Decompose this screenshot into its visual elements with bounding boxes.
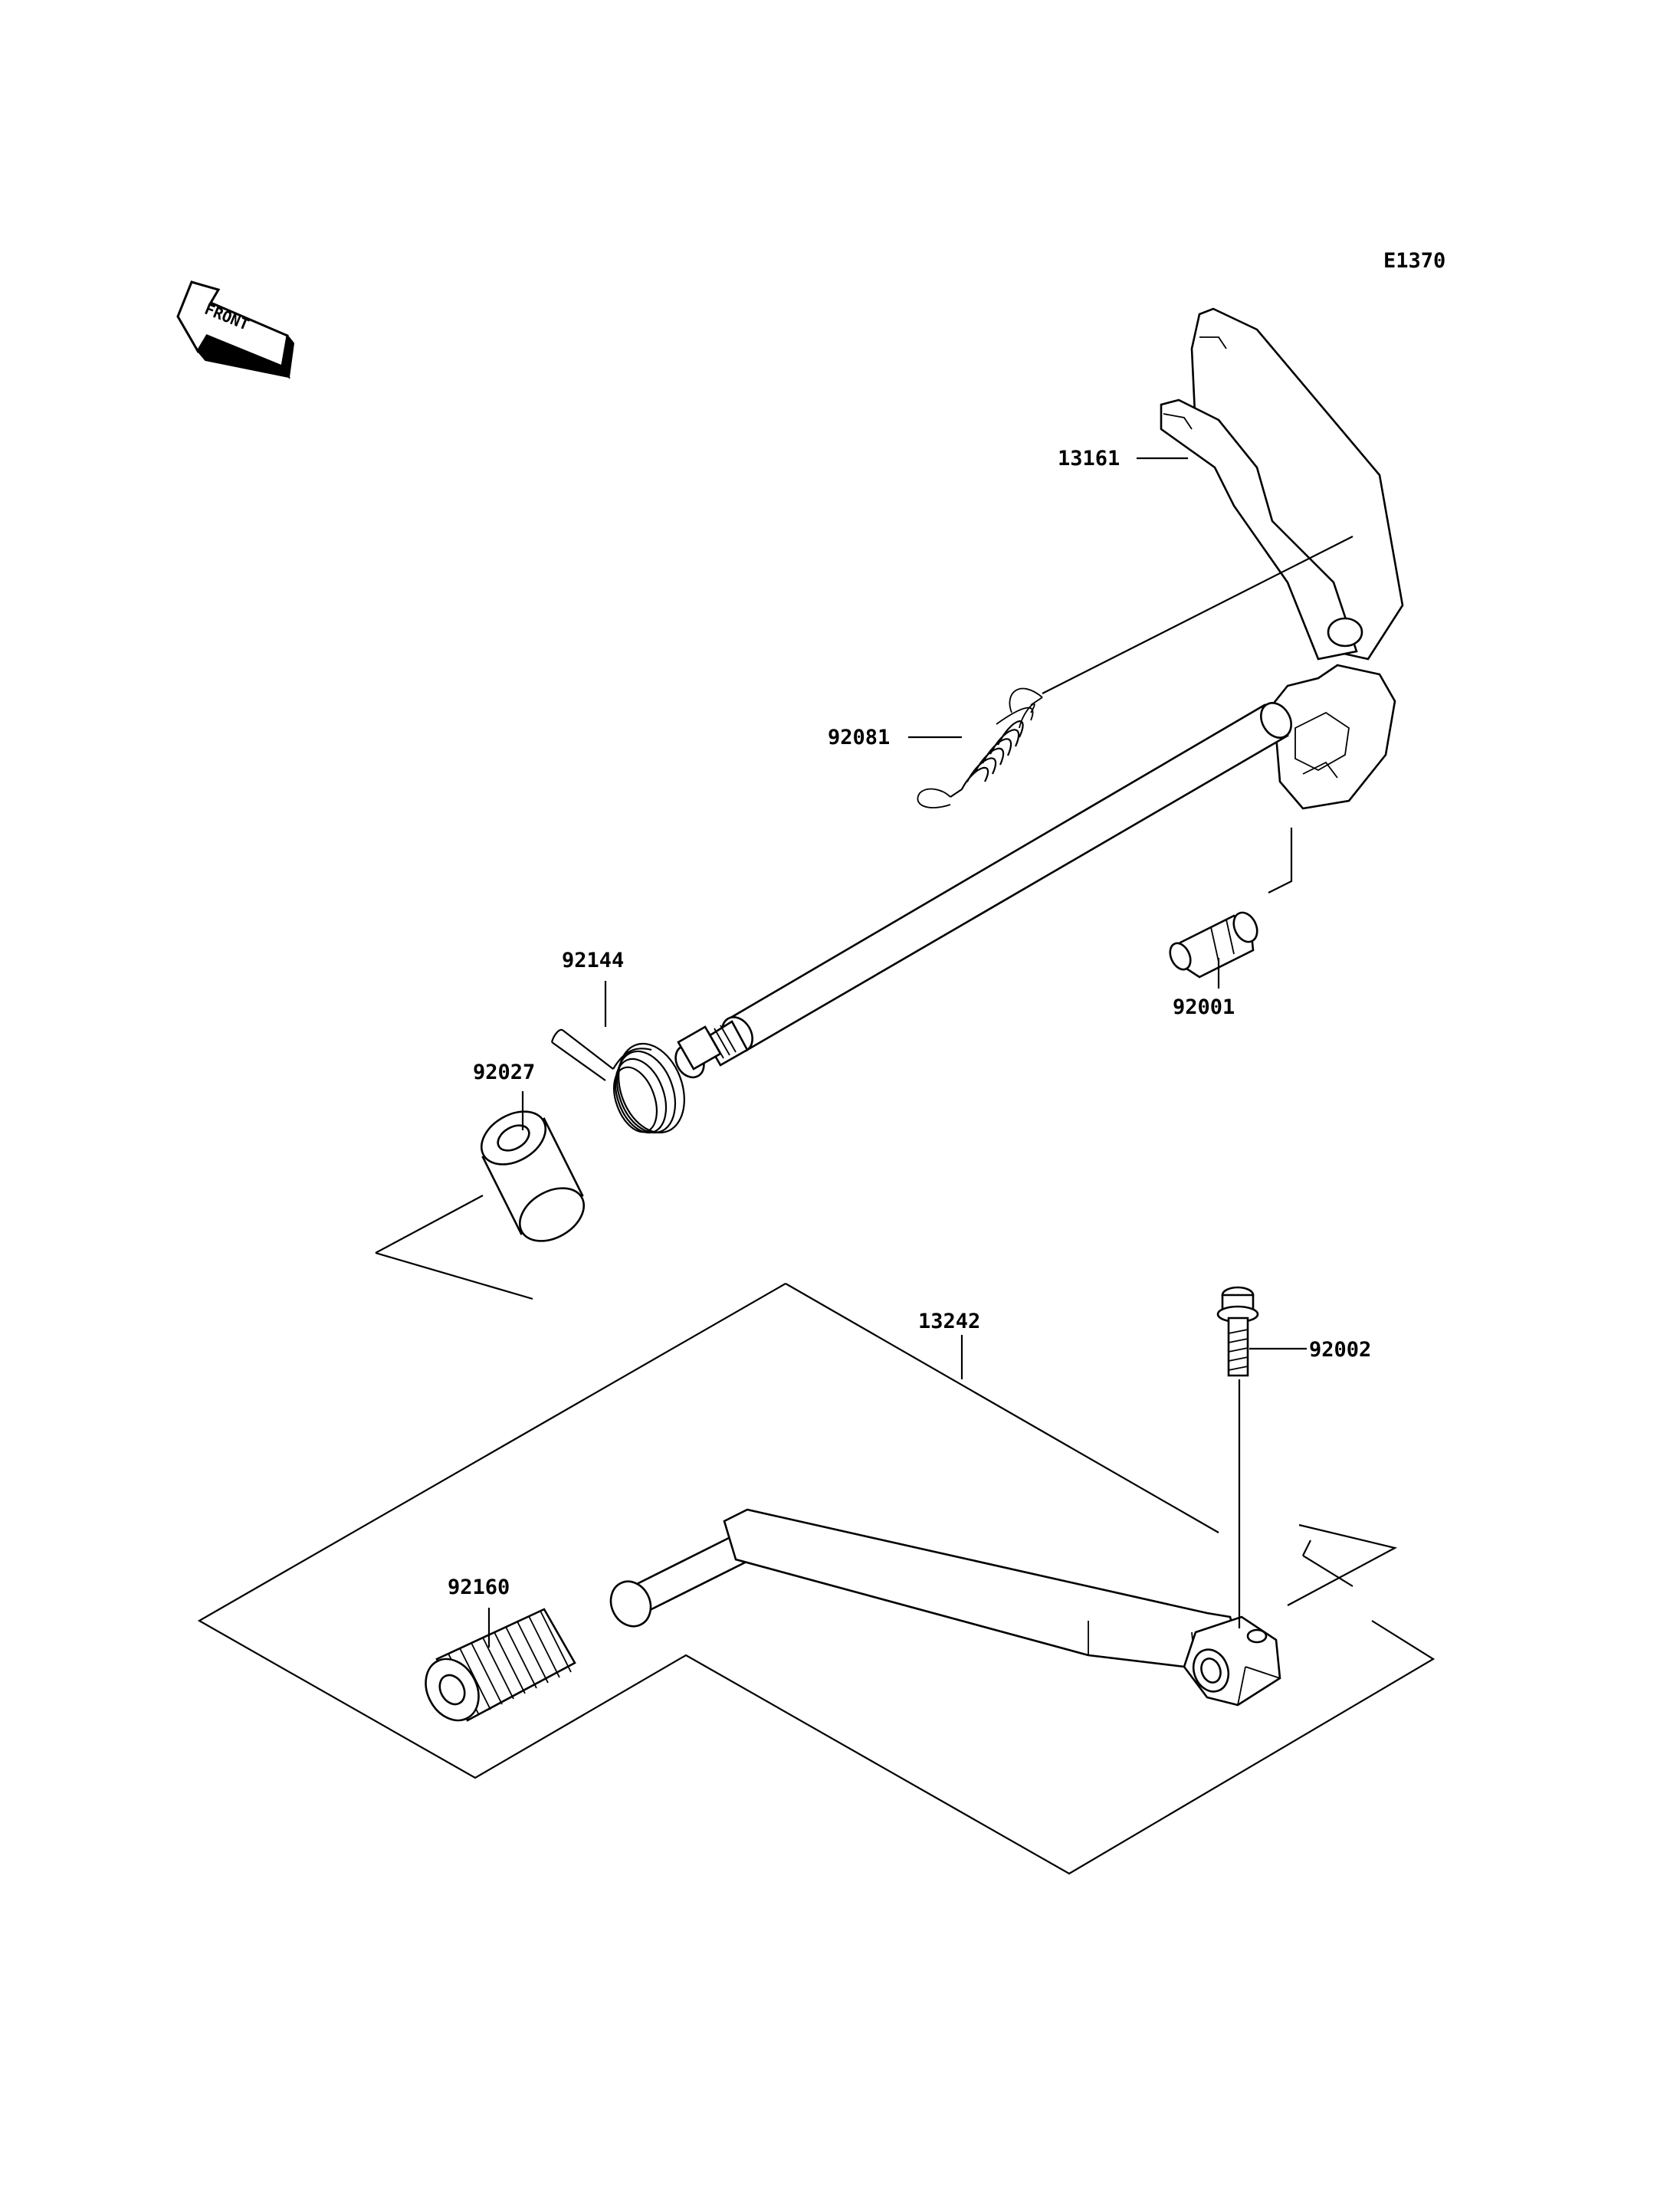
part-label-92002: 92002 (1309, 1338, 1371, 1362)
boundary-line-upper (375, 1251, 533, 1300)
part-label-13161: 13161 (1058, 447, 1120, 471)
shift-shaft-assembly (674, 307, 1404, 1079)
return-spring (917, 687, 1043, 808)
boundary-line-lower-2 (785, 1283, 1219, 1533)
leader-lines (375, 457, 1354, 1648)
diagram-code: E1370 (1383, 249, 1445, 273)
part-label-13242: 13242 (918, 1310, 980, 1333)
front-arrow-icon: FRONT (176, 280, 295, 379)
shift-pedal (609, 1508, 1281, 1707)
clamp-bolt (1216, 1286, 1259, 1377)
pedal-rubber (425, 1608, 576, 1722)
boundary-line-lower (197, 1283, 1436, 1875)
collar (480, 1110, 586, 1242)
part-label-92027: 92027 (473, 1061, 535, 1084)
part-label-92144: 92144 (562, 949, 624, 972)
part-label-92160: 92160 (448, 1576, 510, 1599)
torsion-spring (550, 1028, 685, 1134)
part-label-92001: 92001 (1173, 995, 1235, 1019)
part-label-92081: 92081 (828, 726, 890, 749)
pin-bolt (1169, 911, 1258, 979)
